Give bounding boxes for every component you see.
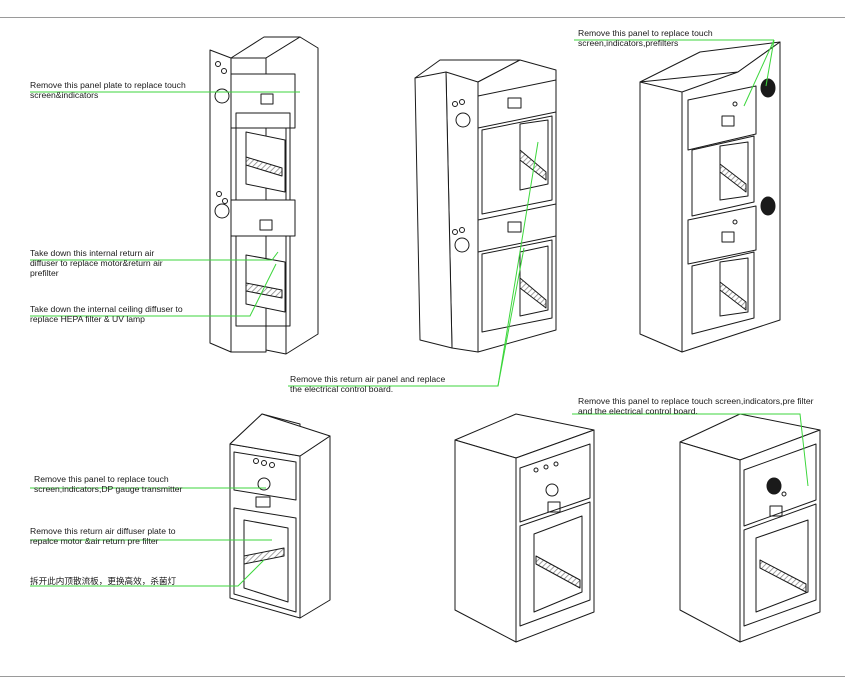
leader-line-a3 [30, 263, 277, 317]
touch-screen-icon [507, 97, 522, 109]
indicator-dot-icon [269, 462, 275, 468]
touch-screen-icon [547, 501, 561, 513]
unit-tall-middle [414, 59, 557, 353]
indicator-dot-icon [543, 464, 549, 470]
indicator-dot-icon [222, 198, 228, 204]
annotation-ceiling-diffuser: Take down the internal ceiling diffuser … [30, 304, 183, 324]
touch-screen-icon [721, 231, 735, 243]
annotation-chinese-ceiling-diffuser: 拆开此内顶散流板，更换高效，杀菌灯 [30, 576, 177, 586]
vent-grille-icon [760, 196, 776, 216]
vent-grille-icon [766, 477, 782, 495]
indicator-dot-icon [459, 99, 465, 105]
top-rule [0, 17, 845, 18]
touch-screen-icon [507, 221, 522, 233]
indicator-dot-icon [253, 458, 259, 464]
touch-screen-icon [260, 93, 274, 105]
annotation-touch-screen-panel: Remove this panel plate to replace touch… [30, 80, 186, 100]
unit-tall-right [639, 41, 781, 353]
indicator-dot-icon [452, 229, 458, 235]
indicator-dot-icon [221, 68, 227, 74]
unit-compact-left [229, 413, 331, 619]
indicator-dot-icon [781, 491, 787, 497]
touch-screen-icon [255, 496, 271, 508]
indicator-dot-icon [216, 191, 222, 197]
leader-line-a2 [30, 251, 279, 261]
annotation-return-air-diffuser: Take down this internal return air diffu… [30, 248, 163, 278]
leader-line-a9 [30, 559, 265, 587]
vent-grille-icon [760, 78, 776, 98]
leader-line-a4c [765, 39, 775, 87]
indicator-dot-icon [215, 61, 221, 67]
bottom-rule [0, 676, 845, 677]
indicator-dot-icon [732, 101, 738, 107]
indicator-dot-icon [261, 460, 267, 466]
indicator-dot-icon [553, 461, 559, 467]
leader-line-a4b [743, 39, 775, 107]
annotation-prefilter-panel: Remove this panel to replace touch scree… [578, 28, 713, 48]
leader-line-a6 [572, 413, 809, 487]
leader-line-a5b [497, 247, 525, 387]
annotation-control-board: Remove this return air panel and replace… [290, 374, 446, 394]
indicator-dot-icon [452, 101, 458, 107]
unit-tall-left [209, 36, 319, 355]
unit-compact-right [679, 413, 821, 643]
annotation-dp-gauge: Remove this panel to replace touch scree… [34, 474, 183, 494]
unit-compact-middle [454, 413, 595, 643]
touch-screen-icon [259, 219, 273, 231]
annotation-return-air-plate: Remove this return air diffuser plate to… [30, 526, 176, 546]
indicator-dot-icon [732, 219, 738, 225]
indicator-dot-icon [459, 227, 465, 233]
touch-screen-icon [769, 505, 783, 517]
touch-screen-icon [721, 115, 735, 127]
annotation-touch-screen-control-board: Remove this panel to replace touch scree… [578, 396, 814, 416]
leader-lines [30, 39, 809, 587]
indicator-dot-icon [533, 467, 539, 473]
